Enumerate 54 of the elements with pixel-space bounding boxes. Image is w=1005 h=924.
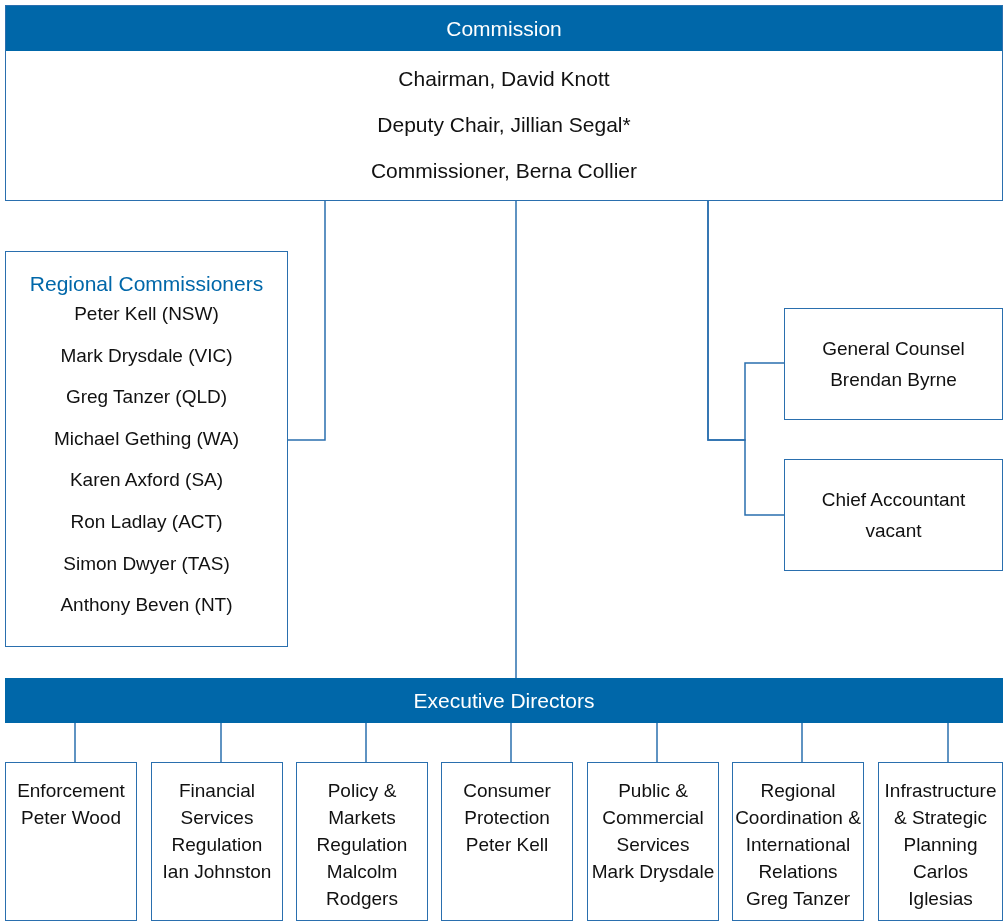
executive-director-box [296,762,428,921]
regional-commissioners-box [5,251,288,647]
role-title: Financial Services Regulation [170,779,264,857]
person-name: Brendan Byrne [830,368,957,392]
commissioner-name: Chairman, David Knott [398,66,610,92]
office-box [784,308,1003,420]
connector-line [365,722,367,763]
role-title: Consumer Protection [462,779,552,830]
person-name: Peter Kell (NSW) [74,302,219,326]
person-name: vacant [865,519,922,543]
person-name: Carlos Iglesias [907,860,974,911]
person-name: Karen Axford (SA) [69,468,224,493]
person-name: Mark Drysdale (VIC) [60,343,233,368]
connector-line [656,722,658,763]
role-title: Policy & Markets Regulation [315,779,409,857]
person-name: Michael Gething (WA) [53,426,240,451]
person-name: Mark Drysdale [591,860,715,884]
connector-line [287,200,326,441]
executive-director-box [587,762,719,921]
connector-line [801,722,803,763]
person-name: Peter Wood [21,806,121,830]
executive-director-box [732,762,864,921]
group-heading: Regional Commissioners [29,272,264,296]
commissioner-name: Commissioner, Berna Collier [370,158,638,184]
person-name: Ian Johnston [162,860,272,884]
header-band: Commission [6,6,1002,51]
executive-director-box [5,762,137,921]
connector-line [510,722,512,763]
role-title: Enforcement [17,779,125,803]
person-name: Greg Tanzer (QLD) [65,385,228,410]
executive-director-box [878,762,1003,921]
person-name: Anthony Beven (NT) [60,593,233,618]
connector-line [220,722,222,763]
executive-director-box [151,762,283,921]
connector-line [707,200,785,516]
role-title: Chief Accountant [821,488,966,512]
connector-line [74,722,76,763]
band-title: Executive Directors [413,688,595,713]
person-name: Ron Ladlay (ACT) [70,509,223,534]
commission-box [5,5,1003,201]
executive-director-box [441,762,573,921]
connector-line [947,722,949,763]
commissioner-name: Deputy Chair, Jillian Segal* [377,112,631,138]
office-box [784,459,1003,571]
connector-line [515,200,517,679]
role-title: Infrastructure & Strategic Planning [883,779,998,857]
person-name: Peter Kell [465,833,549,857]
person-name: Greg Tanzer [745,887,851,911]
role-title: Regional Coordination & International Relations [734,779,862,884]
role-title: General Counsel [822,337,965,361]
person-name: Simon Dwyer (TAS) [63,551,230,576]
person-name: Malcolm Rodgers [325,860,399,911]
executive-directors-band [5,678,1003,723]
role-title: Public & Commercial Services [601,779,705,857]
